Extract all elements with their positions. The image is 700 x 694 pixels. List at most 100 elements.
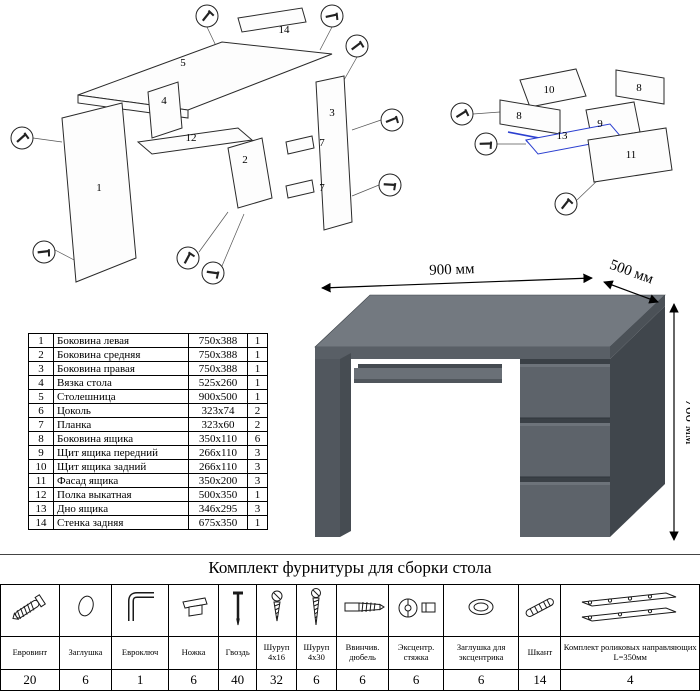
part-name: Дно ящика <box>53 501 189 516</box>
part-label-7b: 7 <box>319 182 325 194</box>
part-qty: 1 <box>247 333 268 348</box>
hardware-qty: 6 <box>295 669 337 691</box>
hardware-name: Евроключ <box>111 636 169 670</box>
part-name: Боковина средняя <box>53 347 189 362</box>
part-num: 14 <box>28 515 54 530</box>
part-num: 6 <box>28 403 54 418</box>
part-name: Столешница <box>53 389 189 404</box>
part-name: Фасад ящика <box>53 473 189 488</box>
part-label-5: 5 <box>180 57 186 69</box>
part-number-labels: 10 8 8 9 13 11 <box>516 82 642 161</box>
dimension-lines <box>321 273 679 541</box>
hardware-name: Заглушка для эксцентрика <box>442 636 520 670</box>
hardware-qty: 1 <box>111 669 169 691</box>
part-size: 323x60 <box>188 417 248 432</box>
hardware-qty: 6 <box>388 669 444 691</box>
hardware-name: Эксцентр. стяжка <box>388 636 444 670</box>
hardware-qty: 6 <box>167 669 220 691</box>
screw-4x16-icon <box>271 590 282 622</box>
part-num: 10 <box>28 459 54 474</box>
part-size: 323x74 <box>188 403 248 418</box>
part-size: 266x110 <box>188 459 248 474</box>
part-label-12: 12 <box>186 132 197 144</box>
hardware-qty: 14 <box>518 669 562 691</box>
desk-render: 900 мм 500 мм 766 мм <box>314 257 690 541</box>
drawer-fronts <box>520 359 610 485</box>
part-name: Щит ящика передний <box>53 445 189 460</box>
part-qty: 1 <box>247 487 268 502</box>
part-qty: 1 <box>247 361 268 376</box>
part-num: 3 <box>28 361 54 376</box>
part-num: 7 <box>28 417 54 432</box>
part-qty: 3 <box>247 473 268 488</box>
cap-icon <box>77 595 94 617</box>
part-name: Цоколь <box>53 403 189 418</box>
part-label-14: 14 <box>279 24 291 36</box>
part-qty: 1 <box>247 375 268 390</box>
depth-dimension: 500 мм <box>607 257 655 288</box>
part-name: Полка выкатная <box>53 487 189 502</box>
hardware-name-row: Евровинт Заглушка Евроключ Ножка Гвоздь … <box>0 636 700 670</box>
part-size: 750x388 <box>188 333 248 348</box>
hardware-qty: 32 <box>256 669 297 691</box>
part-number-labels: 14 5 4 12 2 1 3 7 7 <box>96 24 335 194</box>
drawer-panels <box>499 68 673 183</box>
hardware-qty: 6 <box>442 669 520 691</box>
part-name: Щит ящика задний <box>53 459 189 474</box>
part-name: Вязка стола <box>53 375 189 390</box>
hardware-qty: 4 <box>560 669 700 691</box>
exploded-view-desk: 14 5 4 12 2 1 3 7 7 <box>10 4 404 285</box>
section-divider <box>0 554 700 555</box>
hardware-qty: 20 <box>0 669 60 691</box>
hardware-table: Евровинт Заглушка Евроключ Ножка Гвоздь … <box>0 584 700 691</box>
part-size: 266x110 <box>188 445 248 460</box>
desk-panels <box>61 7 353 283</box>
part-qty: 6 <box>247 431 268 446</box>
part-label-13: 13 <box>557 130 569 142</box>
part-num: 5 <box>28 389 54 404</box>
part-qty: 1 <box>247 389 268 404</box>
hardware-qty: 6 <box>335 669 390 691</box>
hardware-qty: 6 <box>58 669 113 691</box>
part-qty: 1 <box>247 515 268 530</box>
height-dimension: 766 мм <box>682 399 690 445</box>
part-size: 900x500 <box>188 389 248 404</box>
hardware-name: Шуруп 4x30 <box>295 636 337 670</box>
exploded-view-drawer: 10 8 8 9 13 11 <box>450 68 673 216</box>
hardware-qty: 40 <box>218 669 258 691</box>
desk-body <box>314 294 666 537</box>
hardware-name: Заглушка <box>58 636 113 670</box>
part-label-2: 2 <box>242 154 248 166</box>
hex-key-icon <box>128 592 155 621</box>
screw-4x30-icon <box>311 588 322 626</box>
part-size: 750x388 <box>188 347 248 362</box>
part-qty: 2 <box>247 417 268 432</box>
hardware-title: Комплект фурнитуры для сборки стола <box>208 558 492 577</box>
part-qty: 1 <box>247 347 268 362</box>
hardware-name: Ножка <box>167 636 220 670</box>
part-qty: 3 <box>247 445 268 460</box>
part-label-3: 3 <box>329 107 335 119</box>
part-size: 350x200 <box>188 473 248 488</box>
part-label-10: 10 <box>544 84 556 96</box>
leader-lines <box>32 26 382 267</box>
hardware-name: Гвоздь <box>218 636 258 670</box>
hardware-name: Шуруп 4x16 <box>256 636 297 670</box>
leg-icon <box>181 597 208 617</box>
part-qty: 3 <box>247 501 268 516</box>
width-dimension: 900 мм <box>429 261 475 279</box>
part-qty: 3 <box>247 459 268 474</box>
